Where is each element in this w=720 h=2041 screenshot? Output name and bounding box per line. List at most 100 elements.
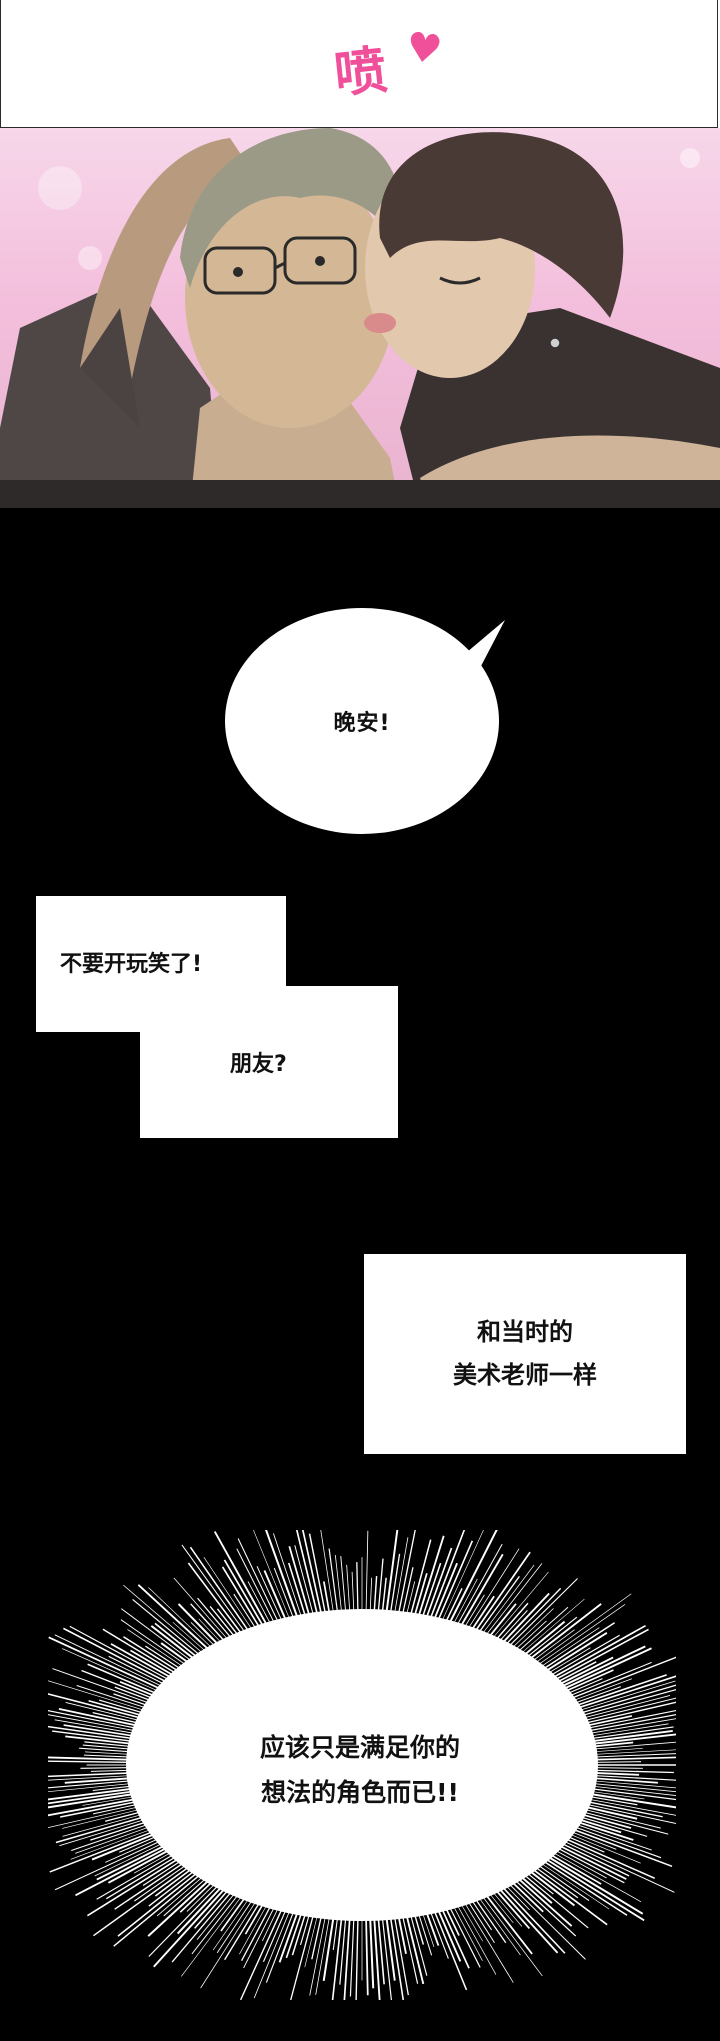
burst-speed-line [322,1913,335,1982]
burst-speed-line [365,1530,369,1616]
burst-speed-line [52,1668,153,1705]
burst-speed-line [424,1547,453,1622]
burst-speed-line [80,1767,133,1769]
burst-speed-line [54,1719,138,1735]
caption-box-1-text: 不要开玩笑了! [60,952,203,977]
burst-speed-line [591,1774,688,1782]
burst-speed-line [480,1893,543,1977]
burst-speed-line [369,1577,373,1616]
burst-speed-line [84,1751,133,1755]
burst-speed-line [55,1815,147,1844]
burst-speed-line [462,1594,485,1631]
burst-speed-line [127,1629,187,1669]
burst-speed-line [566,1661,652,1698]
burst-speed-line [62,1808,143,1829]
burst-speed-line [81,1669,156,1700]
burst-speed-line [439,1905,470,1969]
burst-speed-line [300,1523,323,1618]
burst-speed-line [547,1852,602,1885]
burst-speed-line [562,1669,614,1694]
burst-speed-line [506,1578,578,1649]
caption-box-2: 朋友? [140,986,398,1138]
burst-speed-line [591,1769,674,1774]
burst-text: 应该只是满足你的 想法的角色而已!! [0,1726,720,1815]
burst-speed-line [512,1877,577,1937]
burst-speed-line [190,1603,228,1645]
burst-speed-line [285,1909,304,1959]
burst-speed-line [114,1686,154,1703]
burst-speed-line [86,1856,182,1917]
burst-speed-line [529,1866,608,1926]
burst-speed-line [401,1912,419,1984]
burst-speed-line [317,1509,335,1617]
burst-speed-line [62,1648,161,1693]
burst-speed-line [209,1606,238,1640]
burst-speed-line [105,1810,144,1822]
burst-speed-line [200,1898,258,1989]
burst-speed-line [409,1539,432,1619]
burst-speed-line [241,1902,273,1961]
burst-speed-line [547,1634,620,1678]
burst-speed-line [63,1627,170,1685]
burst-speed-line [113,1693,151,1707]
burst-speed-line [560,1839,675,1893]
burst-speed-line [93,1864,192,1937]
burst-speed-line [518,1598,585,1656]
burst-speed-line [574,1820,634,1841]
burst-speed-line [486,1603,517,1640]
burst-speed-line [70,1828,154,1860]
burst-speed-line [221,1566,262,1631]
burst-speed-line [490,1571,549,1641]
burst-speed-line [291,1910,308,1956]
burst-speed-line [554,1661,597,1685]
burst-speed-line [542,1856,645,1922]
burst-speed-line [377,1558,384,1616]
burst-speed-line [90,1769,133,1772]
burst-speed-line [436,1540,474,1624]
burst-speed-line [60,1800,139,1818]
burst-speed-line [294,1525,319,1618]
burst-speed-line [521,1620,566,1658]
burst-speed-line [385,1520,400,1616]
burst-speed-line [451,1902,483,1961]
burst-speed-line [420,1562,442,1621]
burst-speed-line [440,1523,487,1625]
burst-speed-line [515,1875,573,1927]
burst-speed-line [261,1904,280,1942]
sfx-frame [0,0,718,128]
burst-speed-line [562,1837,656,1880]
burst-speed-line [490,1889,523,1927]
burst-speed-line [172,1621,209,1654]
burst-speed-line [428,1908,449,1959]
burst-speed-line [65,1735,135,1745]
burst-speed-line [92,1785,135,1792]
burst-speed-line [59,1818,148,1847]
burst-speed-line [588,1726,674,1740]
burst-speed-line [130,1649,177,1678]
burst-speed-line [244,1900,266,1935]
burst-speed-line [346,1564,351,1616]
burst-speed-line [203,1556,255,1633]
burst-speed-line [556,1656,614,1687]
burst-speed-line [63,1724,137,1738]
burst-speed-line [580,1810,669,1835]
burst-speed-line [117,1870,200,1937]
burst-speed-line [98,1699,147,1715]
burst-speed-line [194,1887,231,1929]
burst-speed-line [173,1577,231,1643]
burst-speed-line [351,1571,355,1616]
burst-speed-line [581,1808,661,1829]
burst-speed-line [590,1782,678,1793]
kiss-illustration [0,128,720,508]
burst-speed-line [154,1622,200,1660]
burst-speed-line [287,1562,308,1620]
burst-speed-line [354,1914,359,2021]
burst-speed-line [253,1907,292,1999]
burst-speed-line [521,1872,589,1929]
burst-speed-line [262,1906,288,1963]
burst-speed-line [36,1775,133,1782]
burst-speed-line [123,1584,206,1656]
burst-speed-line [583,1715,633,1728]
burst-speed-line [493,1602,529,1643]
burst-speed-line [148,1868,197,1907]
